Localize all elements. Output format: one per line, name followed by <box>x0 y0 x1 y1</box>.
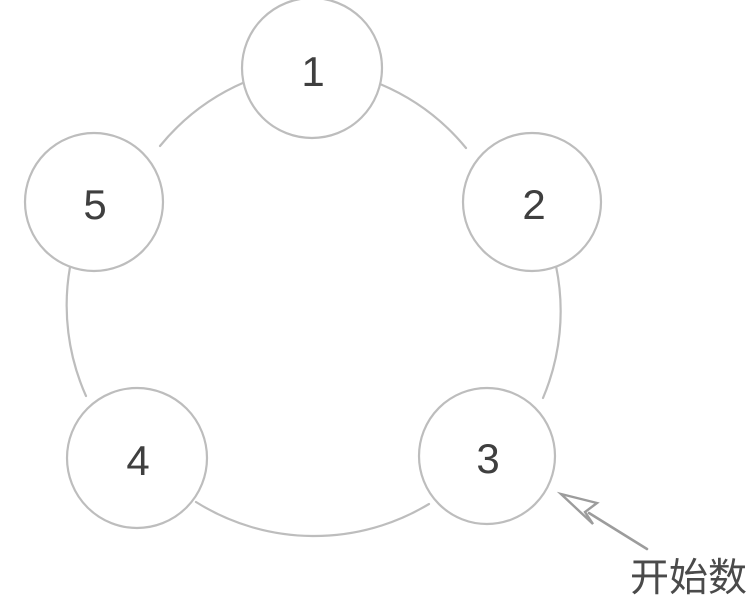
connection-5-to-1 <box>158 80 247 148</box>
node-4-circle[interactable] <box>65 386 209 530</box>
annotation-label: 开始数 <box>630 556 747 601</box>
ring-connections <box>65 80 562 538</box>
arrow-head-outline <box>556 491 600 525</box>
ring-nodes <box>23 0 603 530</box>
node-4-label: 4 <box>126 437 149 484</box>
node-5-circle[interactable] <box>23 131 165 273</box>
arrow-shaft-line <box>587 511 649 551</box>
node-5-label: 5 <box>83 181 106 228</box>
connection-4-to-5 <box>65 265 88 398</box>
connection-1-to-2 <box>378 82 468 150</box>
ring-node-labels: 1 2 3 4 5 <box>83 48 545 484</box>
node-3-circle[interactable] <box>417 386 557 526</box>
node-1-circle[interactable] <box>240 0 384 140</box>
annotation-arrow <box>556 491 649 551</box>
node-3-label: 3 <box>476 435 499 482</box>
connection-2-to-3 <box>541 264 562 400</box>
node-2-circle[interactable] <box>461 131 603 273</box>
connection-3-to-4 <box>194 500 431 538</box>
node-1-label: 1 <box>301 48 324 95</box>
node-2-label: 2 <box>522 181 545 228</box>
